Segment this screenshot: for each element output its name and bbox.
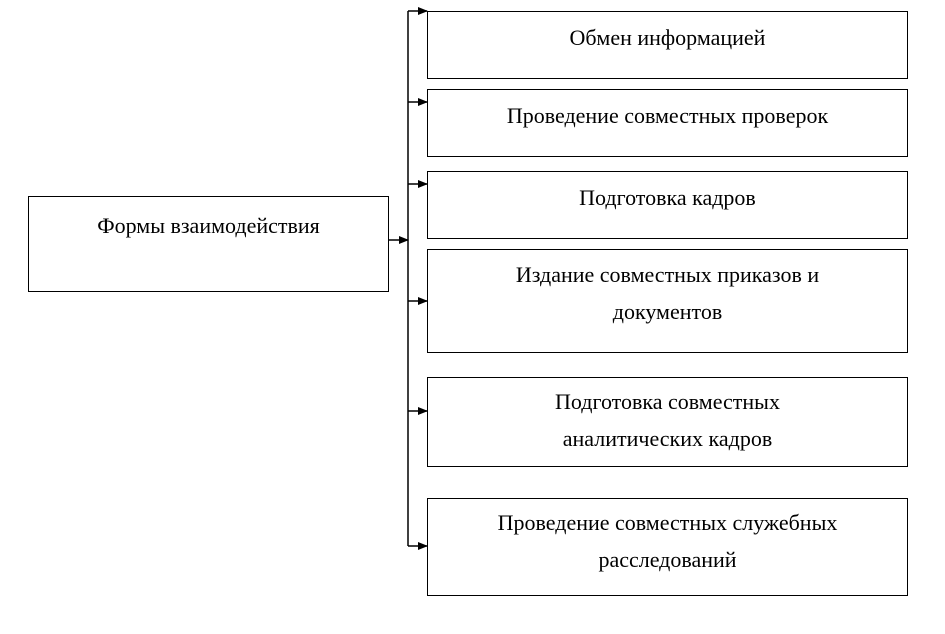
- child-node-label-line: Издание совместных приказов и: [515, 262, 820, 287]
- root-node-box: Формы взаимодействия: [28, 196, 389, 292]
- child-node-label-line: аналитических кадров: [562, 426, 773, 451]
- child-node-label: Проведение совместных служебных расследо…: [498, 504, 838, 578]
- child-node-label: Подготовка совместных аналитических кадр…: [555, 383, 780, 457]
- child-node-label: Подготовка кадров: [579, 185, 756, 210]
- child-node-label: Проведение совместных проверок: [506, 103, 829, 128]
- child-node-box-analytical-staff: Подготовка совместных аналитических кадр…: [427, 377, 908, 467]
- child-node-label-line: документов: [612, 299, 723, 324]
- child-node-label-line: Подготовка совместных: [555, 389, 780, 414]
- child-node-label-line: расследований: [598, 547, 737, 572]
- child-node-box-joint-inspections: Проведение совместных проверок: [427, 89, 908, 157]
- child-node-label: Издание совместных приказов и документов: [516, 256, 819, 330]
- child-node-box-staff-training: Подготовка кадров: [427, 171, 908, 239]
- child-node-label: Обмен информацией: [569, 25, 766, 50]
- child-node-box-joint-investigations: Проведение совместных служебных расследо…: [427, 498, 908, 596]
- child-node-label-line: Проведение совместных служебных: [497, 510, 838, 535]
- child-node-box-joint-orders: Издание совместных приказов и документов: [427, 249, 908, 353]
- child-node-box-exchange-information: Обмен информацией: [427, 11, 908, 79]
- root-node-label: Формы взаимодействия: [97, 213, 320, 238]
